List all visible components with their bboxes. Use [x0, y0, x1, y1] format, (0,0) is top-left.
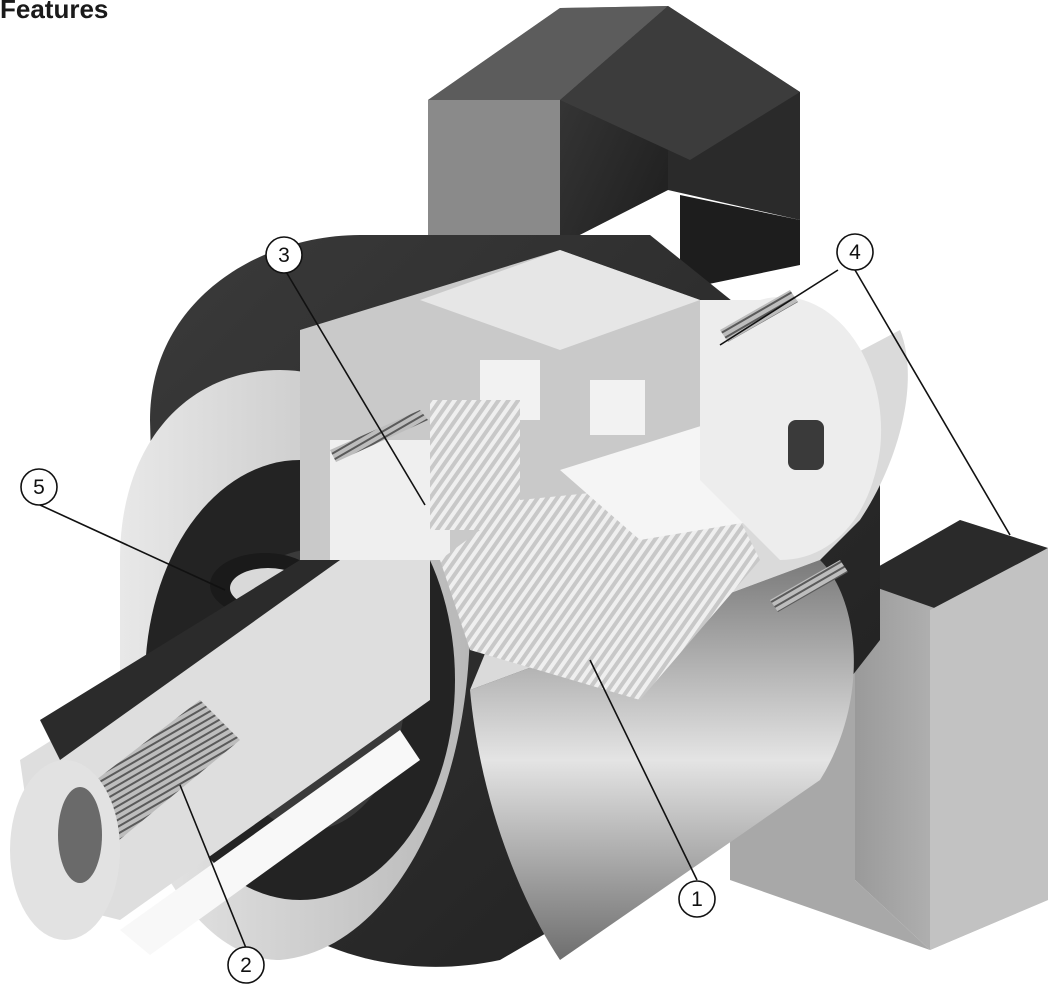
callout-1-label: 1 [691, 888, 703, 911]
top-mounting-block [428, 6, 800, 290]
callout-5-label: 5 [33, 476, 45, 499]
output-shaft [10, 560, 430, 955]
callout-5: 5 [20, 468, 58, 506]
screws [330, 290, 848, 612]
callout-leaders [39, 269, 1011, 949]
callout-3-label: 3 [278, 244, 290, 267]
right-mounting-block [730, 520, 1048, 950]
callout-4-label: 4 [849, 241, 861, 264]
cutaway-section [300, 250, 882, 700]
callout-2: 2 [227, 946, 265, 984]
callout-2-label: 2 [240, 954, 252, 977]
callout-1: 1 [678, 880, 716, 918]
callout-4: 4 [836, 233, 874, 271]
page-heading: Features [0, 0, 109, 24]
callout-3: 3 [265, 236, 303, 274]
